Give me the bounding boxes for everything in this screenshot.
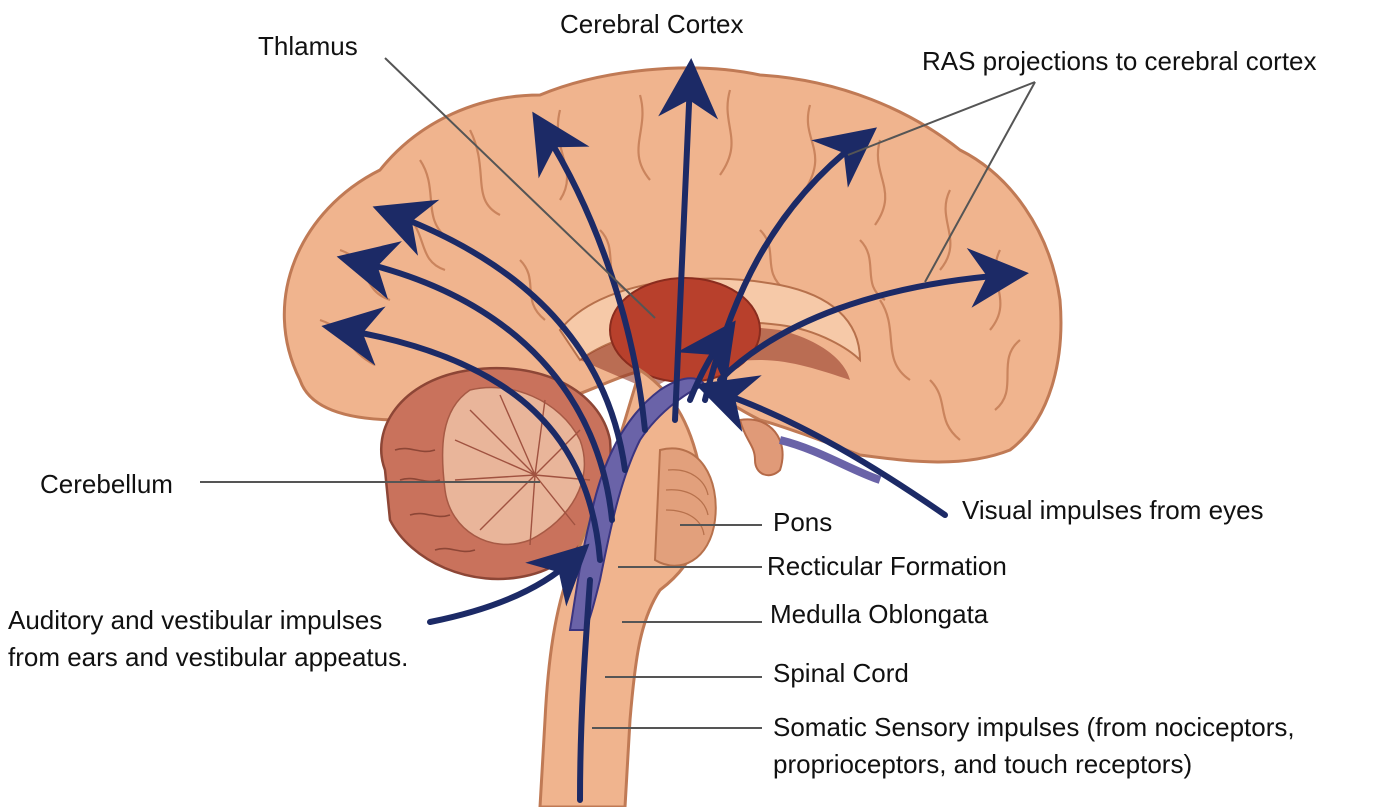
optic-pituitary (740, 419, 783, 475)
label-auditory-line1: Auditory and vestibular impulses (8, 605, 382, 635)
label-thalamus: Thlamus (258, 31, 358, 61)
label-somatic-line1: Somatic Sensory impulses (from nocicepto… (773, 712, 1295, 742)
label-cerebral-cortex: Cerebral Cortex (560, 9, 744, 39)
label-somatic-line2: proprioceptors, and touch receptors) (773, 749, 1192, 779)
label-ras-projections: RAS projections to cerebral cortex (922, 46, 1317, 76)
pons-structure (655, 448, 716, 565)
label-pons: Pons (773, 507, 832, 537)
label-spinal-cord: Spinal Cord (773, 658, 909, 688)
label-medulla: Medulla Oblongata (770, 599, 989, 629)
label-reticular-formation: Recticular Formation (767, 551, 1007, 581)
label-auditory-line2: from ears and vestibular appeatus. (8, 642, 408, 672)
label-visual-impulses: Visual impulses from eyes (962, 495, 1264, 525)
label-cerebellum: Cerebellum (40, 469, 173, 499)
